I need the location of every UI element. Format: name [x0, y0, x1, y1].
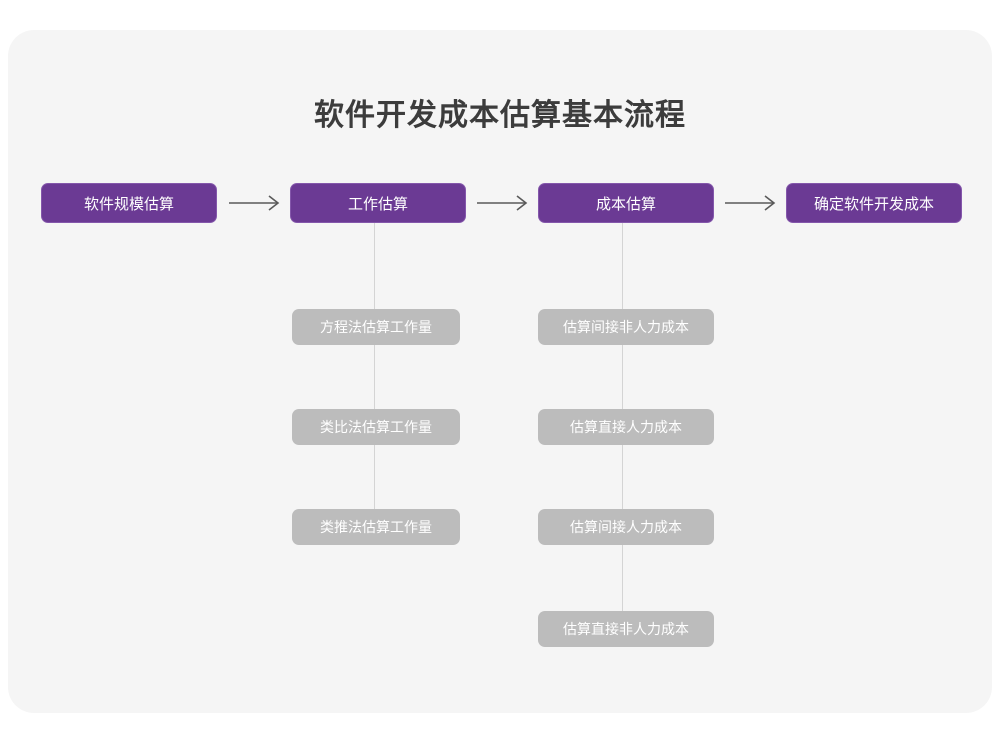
arrow-stage-2-to-3-icon — [475, 194, 535, 212]
substep-analogy-method-workload[interactable]: 类比法估算工作量 — [292, 409, 460, 445]
stage-row: 软件规模估算 工作估算 成本估算 确定软件开发成本 — [8, 183, 992, 227]
substep-direct-non-labor-cost[interactable]: 估算直接非人力成本 — [538, 611, 714, 647]
stage-box-work-estimation[interactable]: 工作估算 — [290, 183, 466, 223]
substep-direct-labor-cost[interactable]: 估算直接人力成本 — [538, 409, 714, 445]
branch-column-cost-estimation: 估算间接非人力成本 估算直接人力成本 估算间接人力成本 估算直接非人力成本 — [8, 30, 992, 713]
arrow-stage-1-to-2-icon — [227, 194, 287, 212]
substep-indirect-labor-cost[interactable]: 估算间接人力成本 — [538, 509, 714, 545]
arrow-stage-3-to-4-icon — [723, 194, 783, 212]
substep-inference-method-workload[interactable]: 类推法估算工作量 — [292, 509, 460, 545]
stage-box-software-scale-estimation[interactable]: 软件规模估算 — [41, 183, 217, 223]
substep-equation-method-workload[interactable]: 方程法估算工作量 — [292, 309, 460, 345]
branch-column-work-estimation: 方程法估算工作量 类比法估算工作量 类推法估算工作量 — [8, 30, 992, 713]
diagram-canvas: 软件开发成本估算基本流程 软件规模估算 工作估算 成本估算 确定软件 — [8, 30, 992, 713]
stage-box-cost-estimation[interactable]: 成本估算 — [538, 183, 714, 223]
substep-indirect-non-labor-cost[interactable]: 估算间接非人力成本 — [538, 309, 714, 345]
stage-box-determine-development-cost[interactable]: 确定软件开发成本 — [786, 183, 962, 223]
page-title: 软件开发成本估算基本流程 — [314, 99, 686, 132]
connector-line-work-estimation — [374, 223, 375, 529]
